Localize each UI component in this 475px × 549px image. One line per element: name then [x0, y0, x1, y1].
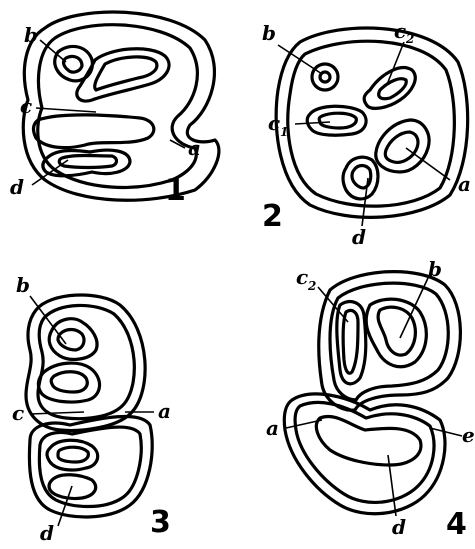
panel-4-label-c2-sub: 2 — [307, 279, 316, 293]
panel-4-lobe-d — [316, 416, 421, 465]
panel-1-lobe-b-inner — [64, 56, 82, 72]
panel-4-fold-b — [366, 299, 426, 367]
panel-3-number: 3 — [150, 505, 171, 540]
panel-1-lobe-d-inner — [59, 156, 116, 168]
panel-1-label-c: c — [20, 94, 32, 118]
panel-2-lobe-a-inner — [385, 132, 418, 162]
panel-2-label-c1: c — [268, 111, 280, 135]
panel-4-number: 4 — [446, 507, 467, 542]
panel-2-label-c2-sub: 2 — [405, 32, 414, 46]
panel-4-fold-b-inner — [378, 307, 415, 355]
panel-1-number: 1 — [165, 173, 186, 208]
panel-3-lobe-d — [47, 440, 98, 470]
panel-1-label-b: b — [24, 23, 38, 47]
panel-3-fold-middle-inner — [51, 372, 87, 392]
panel-2-lobe-c2-inner — [379, 79, 407, 99]
panel-4-label-b: b — [428, 257, 442, 281]
panel-3-label-d: d — [40, 521, 54, 545]
panel-2-lobe-c1-inner — [319, 113, 356, 128]
panel-3-label-c: c — [12, 401, 24, 425]
panel-2-label-a: a — [458, 172, 471, 196]
panel-4: c 2 b a e d 4 — [266, 257, 475, 542]
panel-4-label-c2: c — [296, 265, 308, 289]
panel-3-label-a: a — [158, 399, 171, 423]
panel-3-lobe-b — [49, 319, 97, 360]
panel-1: b c a d 1 — [10, 12, 219, 208]
panel-2-lobe-d — [343, 157, 378, 199]
panel-3: b c a d 3 — [12, 273, 171, 545]
panel-3-lobe-d-inner — [58, 447, 88, 462]
panel-4-label-a: a — [266, 416, 279, 440]
panel-2-ring-b-outer — [312, 64, 338, 90]
panel-2-label-c1-sub: 1 — [280, 125, 288, 139]
panel-2: b c 2 c 1 a d 2 — [262, 19, 471, 249]
panel-2-leader-c1 — [295, 122, 330, 124]
panel-2-leader-c2 — [388, 42, 404, 82]
panel-2-number: 2 — [262, 199, 283, 234]
panel-4-upper-outer — [319, 272, 461, 411]
panel-2-label-c2: c — [394, 19, 406, 43]
panel-2-label-b: b — [262, 21, 276, 45]
panel-1-label-d: d — [10, 175, 24, 199]
panel-2-label-d: d — [352, 225, 366, 249]
panel-1-band-middle — [34, 115, 154, 148]
panel-4-label-d: d — [392, 515, 406, 539]
panel-1-label-a: a — [188, 136, 201, 160]
panel-4-label-e: e — [462, 423, 475, 447]
panel-3-fold-middle — [38, 363, 99, 402]
panel-2-lobe-a — [376, 120, 429, 172]
panel-2-lobe-c2 — [364, 68, 415, 109]
panel-1-leader-c — [36, 108, 96, 112]
panel-3-label-b: b — [16, 273, 30, 297]
panel-4-lower-outer — [284, 394, 445, 514]
panel-3-leader-c — [30, 412, 84, 414]
